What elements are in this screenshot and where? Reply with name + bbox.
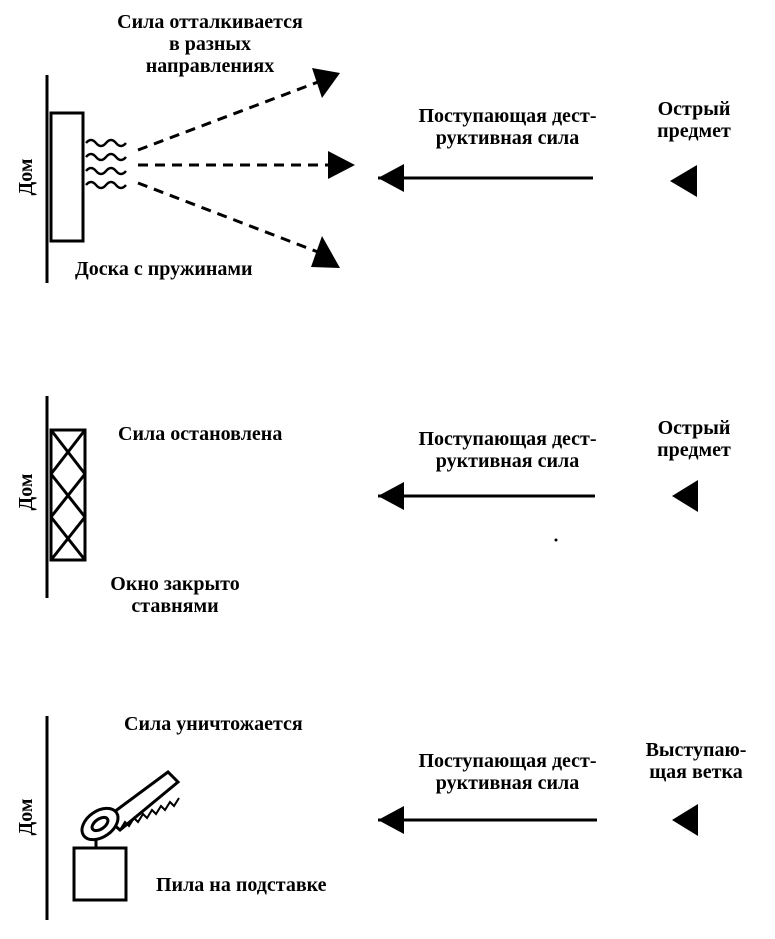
shutters <box>49 428 87 562</box>
source-label-1: Острый предмет <box>657 98 731 142</box>
defense-label-3: Пила на подставке <box>156 874 327 896</box>
saw <box>80 770 181 842</box>
result-label-3: Сила уничтожается <box>124 713 303 735</box>
source-label-2: Острый предмет <box>657 417 731 461</box>
result-label-1: Сила отталкивается в разных направлениях <box>117 11 303 77</box>
source-arrowhead-3 <box>672 804 698 836</box>
deflected-arrowheads <box>311 68 355 268</box>
source-arrowhead-2 <box>672 480 698 512</box>
incoming-force-arrowhead-2 <box>378 482 404 510</box>
panel-3 <box>45 716 698 920</box>
house-label-3: Дом <box>15 798 37 836</box>
panel-1 <box>45 68 697 283</box>
source-label-3: Выступаю- щая ветка <box>645 739 747 783</box>
result-label-2: Сила остановлена <box>118 423 283 445</box>
force-label-2: Поступающая дест- руктивная сила <box>418 428 597 472</box>
spring-board <box>49 111 85 243</box>
speck <box>554 538 558 542</box>
incoming-force-arrowhead-1 <box>378 164 404 192</box>
house-label-1: Дом <box>15 158 37 196</box>
source-arrowhead-1 <box>670 165 697 197</box>
force-label-3: Поступающая дест- руктивная сила <box>418 750 597 794</box>
deflected-force-arrows <box>137 80 330 254</box>
defense-label-2: Окно закрыто ставнями <box>110 573 240 617</box>
saw-stand <box>72 846 128 902</box>
force-label-1: Поступающая дест- руктивная сила <box>418 105 597 149</box>
house-label-2: Дом <box>15 473 37 511</box>
springs <box>85 138 127 190</box>
incoming-force-arrowhead-3 <box>378 806 404 834</box>
panel-2 <box>45 396 698 598</box>
defense-label-1: Доска с пружинами <box>75 258 253 280</box>
